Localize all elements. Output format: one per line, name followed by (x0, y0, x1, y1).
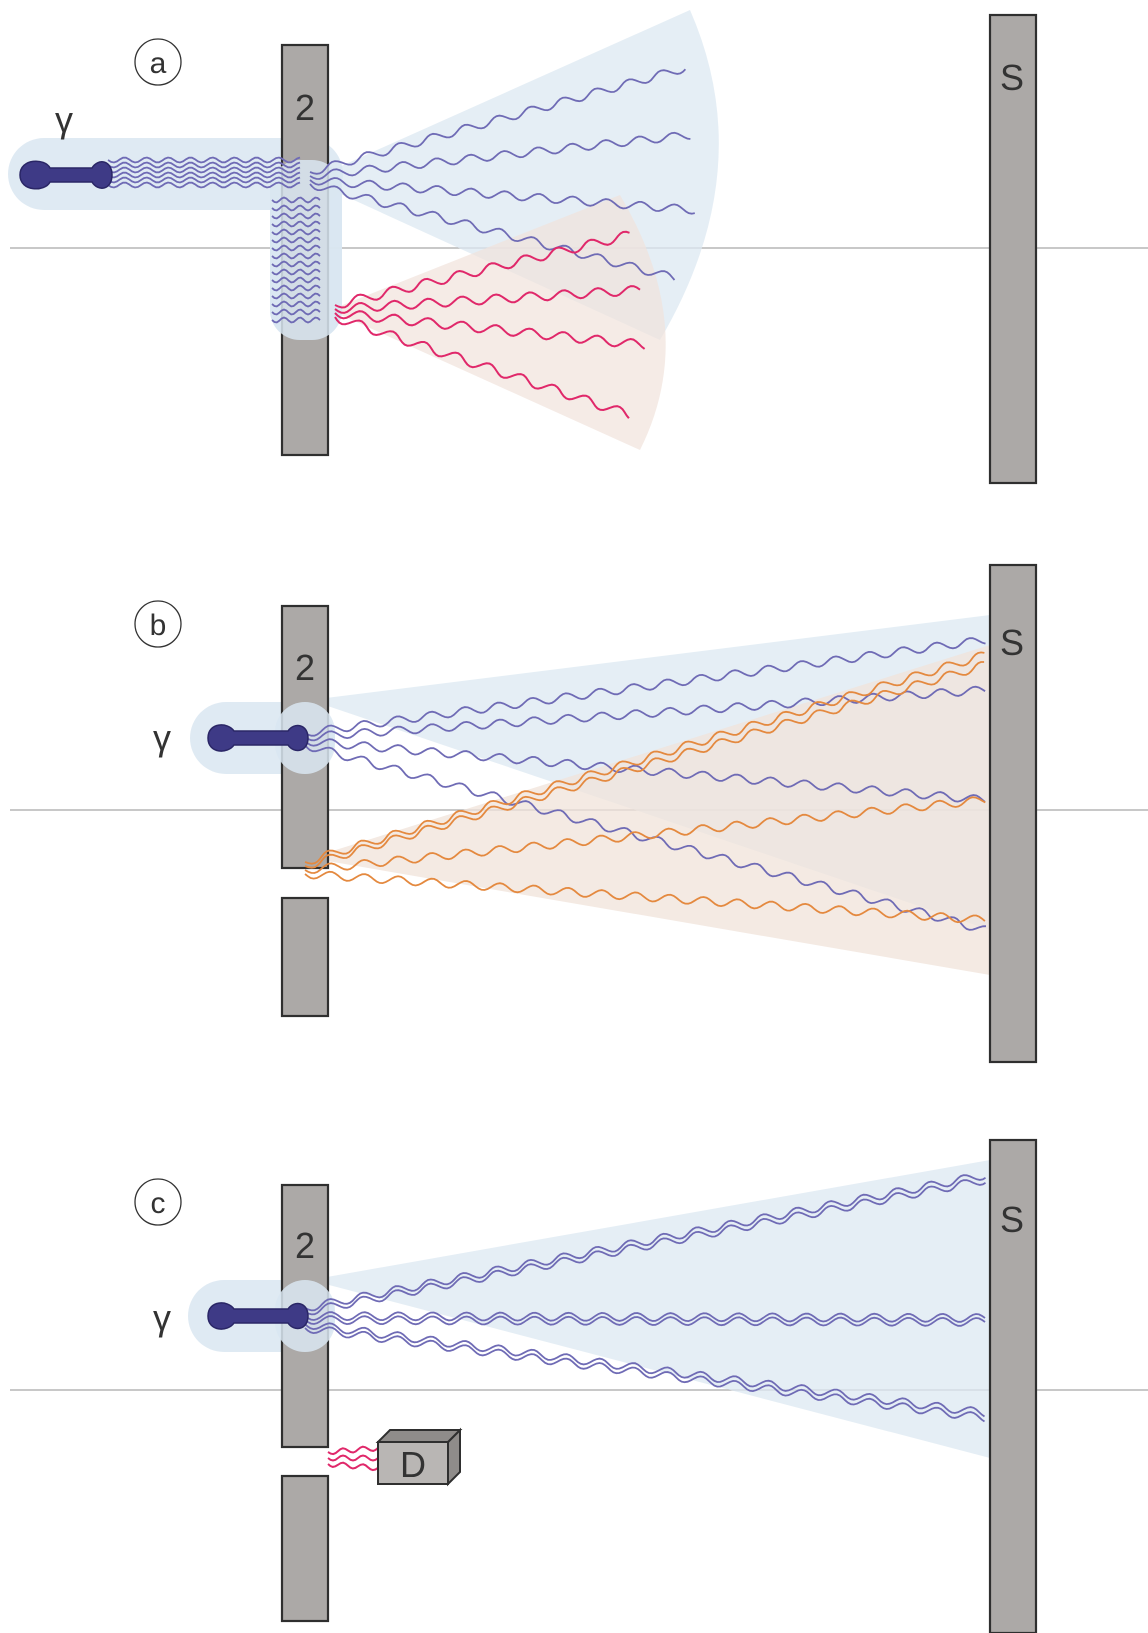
incoming-wave (107, 171, 301, 179)
screen-wave (304, 796, 986, 874)
fan-wave (334, 230, 630, 309)
incoming-wave (107, 181, 301, 189)
slit-wave (271, 308, 321, 316)
photon-a (19, 160, 113, 190)
slit-wave (271, 316, 321, 324)
incoming-wave (107, 161, 301, 169)
slit-wave (271, 212, 321, 220)
screen-wave (304, 1311, 986, 1323)
panel-c-label: c (151, 1187, 166, 1220)
detector-wave (327, 1445, 379, 1456)
screen-wave (304, 1326, 985, 1423)
waves-orange-b (304, 651, 986, 924)
screen-b (988, 563, 1038, 1064)
slit-wave (271, 300, 321, 308)
slit-wave (271, 220, 321, 228)
screen-wave (304, 1315, 986, 1327)
fan-wave (334, 316, 630, 419)
screen-label-c: S (1000, 1199, 1024, 1240)
slit-wave (271, 244, 321, 252)
screen-wave (304, 685, 986, 742)
panel-a-marker (134, 38, 182, 86)
waves-red-fan-a (334, 230, 646, 419)
panel-a-label: a (150, 47, 167, 80)
panel-c: D c γ 2 S (10, 1138, 1148, 1633)
screen-wave (304, 870, 986, 924)
waves-incoming-a (107, 156, 301, 189)
fan-wave (309, 177, 695, 215)
screen-label-b: S (1000, 622, 1024, 663)
fan-wave (309, 68, 687, 175)
panel-c-marker (134, 1178, 182, 1226)
photon-label-a: γ (55, 99, 73, 140)
fan-wave (309, 131, 691, 180)
slit-wave (271, 268, 321, 276)
panel-a: a γ 2 S (8, 10, 1148, 485)
screen-a (988, 13, 1038, 485)
panel-b: b γ 2 S (10, 563, 1148, 1064)
photon-b (207, 724, 309, 752)
slit-plate-c-lower (280, 1474, 330, 1623)
incoming-wave (107, 166, 301, 174)
waves-blue-fan-a (309, 68, 695, 281)
screen-label-a: S (1000, 57, 1024, 98)
panel-b-marker (134, 600, 182, 648)
waves-blue-b (304, 637, 987, 931)
slit-wave (271, 292, 321, 300)
slit-wave (271, 284, 321, 292)
slit-label-b: 2 (295, 647, 315, 688)
detector-wave (327, 1461, 379, 1472)
screen-wave (304, 1179, 986, 1316)
slit-wave (271, 236, 321, 244)
screen-wave (304, 744, 987, 931)
photon-label-c: γ (153, 1297, 171, 1338)
slit-wave (271, 196, 321, 204)
screen-c (988, 1138, 1038, 1633)
screen-wave (304, 661, 985, 869)
screen-wave (304, 1322, 986, 1418)
slit-plate-b-lower (280, 896, 330, 1018)
photon-label-b: γ (153, 717, 171, 758)
panel-b-label: b (150, 609, 167, 642)
incoming-wave (107, 156, 301, 164)
slit-wave (271, 276, 321, 284)
photon-tube-a (8, 138, 343, 210)
detector-wave (327, 1454, 379, 1462)
screen-wave (304, 738, 986, 803)
waves-detector-c (327, 1445, 379, 1472)
slit-wave (271, 252, 321, 260)
detector-box: D (375, 1427, 463, 1487)
waves-blue-c (304, 1174, 986, 1423)
slit-wave (271, 228, 321, 236)
slit-label-a: 2 (295, 87, 315, 128)
slit-wave (271, 260, 321, 268)
fan-orange-b (310, 645, 990, 975)
screen-wave (304, 651, 985, 865)
screen-wave (304, 1174, 986, 1312)
fan-wave (309, 183, 676, 281)
fan-wave (334, 285, 641, 314)
detector-label: D (400, 1444, 426, 1485)
waves-slit-stack-a (271, 196, 321, 324)
incoming-wave (107, 176, 301, 184)
photon-c (207, 1302, 309, 1330)
fan-blue-c (310, 1160, 990, 1458)
slit-wave (271, 204, 321, 212)
slit-label-c: 2 (295, 1225, 315, 1266)
screen-wave (304, 637, 986, 737)
fan-wave (334, 310, 646, 350)
